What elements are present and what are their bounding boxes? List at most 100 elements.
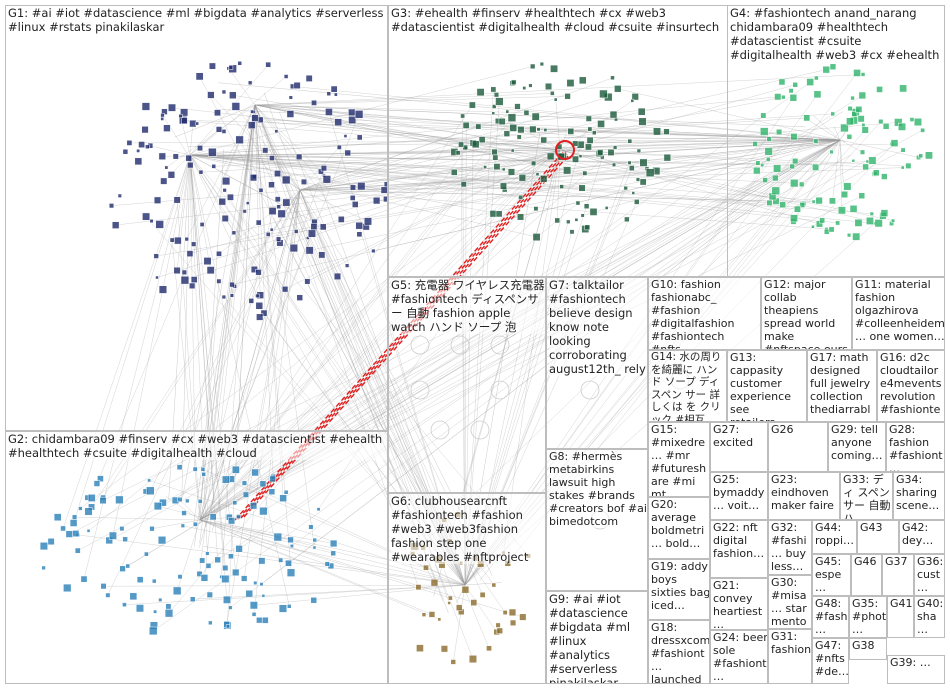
edge (254, 104, 568, 171)
edge (199, 519, 334, 544)
node-g4 (773, 164, 782, 173)
node-g3 (609, 110, 618, 119)
node-g1 (349, 184, 356, 191)
node-g2 (205, 563, 212, 569)
node-g4 (799, 202, 806, 208)
edge (257, 120, 561, 151)
node-g1 (348, 116, 357, 124)
node-g2 (249, 502, 258, 510)
node-g2 (253, 580, 258, 585)
node-g3 (578, 76, 587, 85)
node-g4 (852, 232, 861, 241)
node-g2 (119, 565, 126, 572)
node-g6 (428, 611, 436, 618)
node-g2 (285, 559, 292, 567)
group-label-g15: G15: #mixedre… #mr #futureshare #mi mt… … (651, 423, 709, 496)
node-g6 (455, 604, 463, 611)
node-g1 (319, 223, 327, 231)
edge (804, 117, 841, 141)
edge (299, 189, 490, 649)
node-g3 (505, 109, 510, 114)
node-g1 (178, 113, 183, 119)
group-box-g12: G12: major collab theapiens spread world… (761, 277, 852, 350)
edge (839, 139, 843, 211)
node-g2 (310, 597, 317, 604)
node-g2 (259, 480, 267, 488)
group-label-g10: G10: fashion fashionabc_ #fashion #digit… (651, 278, 759, 349)
node-g2 (241, 480, 248, 486)
edge (189, 154, 505, 190)
edge (557, 149, 561, 221)
node-g3 (566, 79, 575, 87)
node-g4 (815, 196, 823, 205)
node-g3 (574, 217, 579, 222)
group-label-g24: G24: beer sole #fashiont… (713, 631, 768, 683)
group-box-g15: G15: #mixedre… #mr #futureshare #mi mt… … (648, 422, 710, 497)
node-g6 (509, 619, 517, 626)
node-g4 (776, 128, 783, 136)
node-g4 (862, 163, 869, 171)
node-g2 (100, 583, 107, 590)
edge (189, 154, 817, 165)
group-box-g17: G17: math designed full jewelry collecti… (807, 350, 877, 422)
node-g3 (518, 194, 524, 200)
edge (254, 104, 274, 477)
edge (199, 519, 523, 618)
group-box-g25: G25: bymaddy… voit… (710, 472, 768, 520)
node-g1 (318, 251, 326, 259)
node-g3 (614, 85, 622, 93)
edge (189, 154, 288, 209)
node-g3 (582, 170, 588, 176)
node-g4 (829, 197, 836, 205)
node-g1 (231, 102, 241, 111)
node-g3 (611, 162, 617, 167)
node-g2 (259, 582, 264, 587)
edge (199, 519, 440, 620)
edge (199, 519, 433, 615)
node-g3 (491, 111, 496, 115)
node-g2 (115, 495, 124, 504)
node-g2 (41, 565, 46, 571)
node-g4 (890, 139, 899, 147)
node-g2 (279, 494, 287, 502)
node-g1 (158, 285, 168, 294)
group-box-g37: G37 (882, 554, 914, 596)
node-g1 (337, 216, 345, 223)
node-g2 (312, 537, 317, 543)
edge (813, 115, 841, 141)
group-label-g16: G16: d2c cloudtailor e4mevents revolutio… (880, 351, 944, 421)
edge (228, 68, 256, 106)
group-box-g38: G38 (849, 638, 887, 660)
self-loop (410, 335, 430, 355)
node-g1 (255, 302, 264, 310)
edge (77, 139, 841, 551)
node-g3 (563, 166, 572, 175)
edge (189, 154, 208, 554)
edge (174, 104, 256, 138)
edge (199, 519, 451, 599)
node-g2 (235, 545, 243, 553)
node-g6 (421, 612, 427, 617)
node-g3 (518, 174, 527, 182)
node-g4 (847, 106, 853, 112)
node-g2 (205, 551, 210, 556)
node-g3 (604, 206, 609, 210)
node-g2 (47, 538, 55, 546)
node-g2 (261, 594, 266, 598)
group-box-g19: G19: addy boys sixties bag iced… (648, 559, 710, 620)
node-g2 (108, 531, 117, 540)
node-g1 (231, 230, 237, 236)
node-g2 (223, 595, 231, 604)
node-g1 (229, 293, 234, 298)
node-g3 (540, 136, 548, 144)
node-g1 (173, 266, 181, 275)
node-g2 (197, 499, 203, 504)
edge (179, 499, 201, 521)
node-g3 (483, 165, 487, 169)
node-g4 (840, 190, 848, 199)
node-g1 (145, 144, 150, 149)
group-box-g22: G22: nft digital fashion… (710, 520, 768, 578)
group-label-g12: G12: major collab theapiens spread world… (764, 278, 851, 349)
node-g2 (135, 604, 144, 613)
node-g4 (760, 112, 767, 119)
